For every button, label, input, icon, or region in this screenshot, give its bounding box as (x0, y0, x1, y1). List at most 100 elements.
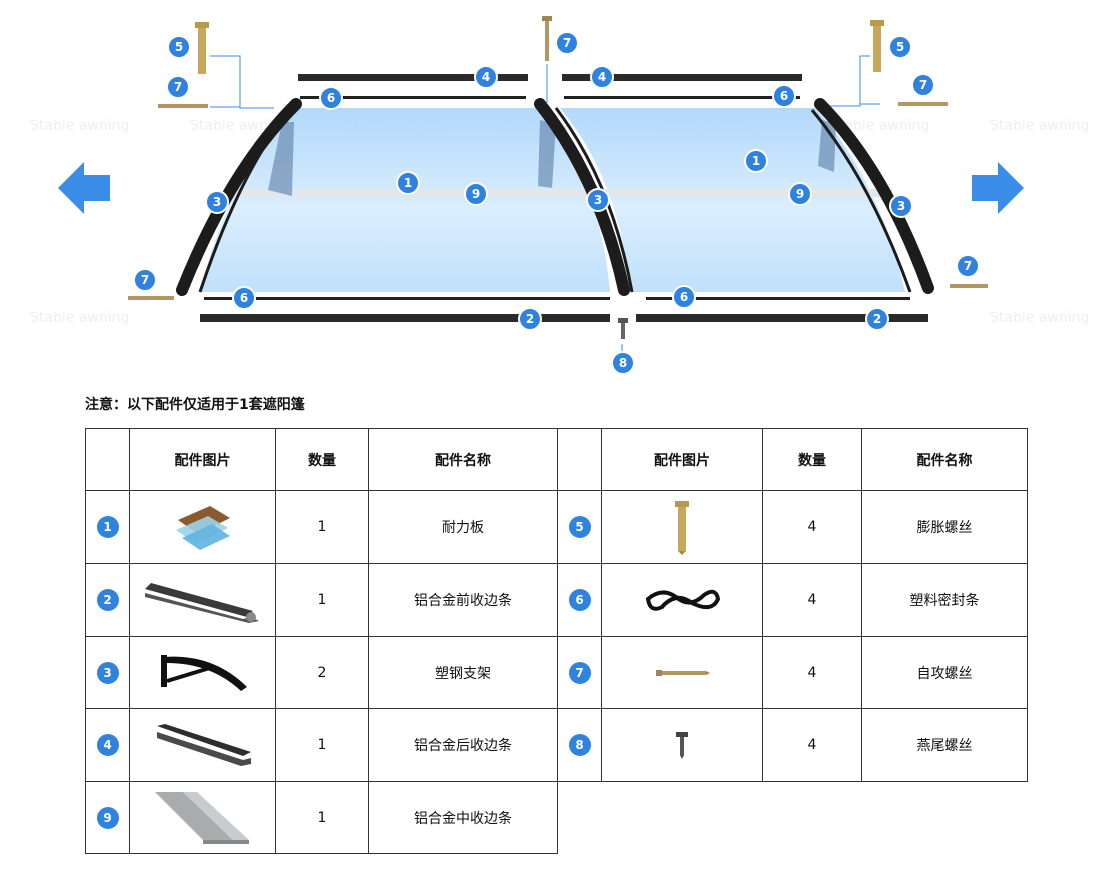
plastic-seal-strip-icon (645, 589, 721, 611)
part-name: 铝合金前收边条 (368, 563, 558, 637)
header-picture: 配件图片 (601, 428, 763, 491)
part-number-badge: 5 (568, 516, 591, 538)
svg-text:7: 7 (563, 36, 571, 50)
header-name: 配件名称 (368, 428, 558, 491)
part-name: 耐力板 (368, 490, 558, 564)
dovetail-screw-icon (676, 732, 688, 759)
svg-text:3: 3 (897, 199, 905, 213)
svg-text:9: 9 (796, 187, 804, 201)
panel-right (560, 108, 905, 292)
leader-5-right (830, 55, 870, 107)
part-name: 铝合金中收边条 (368, 781, 558, 854)
part-quantity: 1 (275, 490, 369, 564)
front-profile-right (636, 314, 928, 322)
expansion-bolt-icon (675, 501, 689, 555)
label-badges: 5 7 7 5 7 4 4 6 6 1 1 9 9 3 3 3 7 7 6 6 … (133, 31, 980, 375)
svg-text:3: 3 (213, 195, 221, 209)
header-quantity: 数量 (275, 428, 369, 491)
svg-text:Stable awning: Stable awning (990, 310, 1089, 326)
svg-text:2: 2 (873, 312, 881, 326)
middle-profile-band (232, 189, 892, 197)
svg-text:4: 4 (598, 70, 606, 84)
svg-text:2: 2 (526, 312, 534, 326)
table-row: 3 2 塑钢支架 (85, 636, 558, 709)
svg-text:Stable awning: Stable awning (830, 118, 929, 134)
bracket-support-mid (538, 120, 556, 188)
part-quantity: 1 (275, 781, 369, 854)
part-number-badge: 1 (96, 516, 119, 538)
svg-text:6: 6 (680, 290, 688, 304)
svg-text:1: 1 (404, 176, 412, 190)
svg-text:7: 7 (919, 78, 927, 92)
middle-aluminum-profile-icon (154, 791, 249, 844)
frame-arch-right-inner (810, 109, 912, 293)
self-tapping-screw-right-top-icon (898, 102, 948, 106)
header-name: 配件名称 (861, 428, 1028, 491)
part-quantity: 4 (762, 563, 862, 637)
seal-strip-front-right (646, 297, 910, 300)
seal-strip-front-left (204, 297, 610, 300)
rear-profile-left (298, 74, 528, 81)
table-row: 2 1 铝合金前收边条 (85, 563, 558, 637)
part-quantity: 4 (762, 490, 862, 564)
part-name: 塑料密封条 (861, 563, 1028, 637)
rear-profile-right (562, 74, 802, 81)
arrow-left-icon (58, 162, 110, 214)
header-picture: 配件图片 (129, 428, 276, 491)
header-quantity: 数量 (762, 428, 862, 491)
polycarbonate-sheet-icon (175, 506, 230, 550)
header-index (557, 428, 602, 491)
part-name: 塑钢支架 (368, 636, 558, 709)
header-index (85, 428, 130, 491)
screw-top-icon (542, 16, 552, 61)
leader-5-left (210, 55, 274, 109)
seal-strip-rear-left (300, 96, 526, 99)
svg-text:8: 8 (619, 356, 627, 370)
svg-text:7: 7 (964, 259, 972, 273)
part-quantity: 1 (275, 563, 369, 637)
table-row: 4 1 铝合金后收边条 (85, 708, 558, 782)
seal-strip-rear-right (564, 96, 800, 99)
front-profile-left (200, 314, 610, 322)
svg-text:6: 6 (240, 291, 248, 305)
svg-text:6: 6 (327, 91, 335, 105)
expansion-bolt-left-icon (195, 22, 209, 74)
table-row: 5 4 膨胀螺丝 (557, 490, 1028, 564)
self-tapping-screw-right-bottom-icon (950, 284, 988, 288)
parts-table-left: 配件图片 数量 配件名称 1 1 耐力板 2 1 铝合金前收边条 3 (85, 428, 558, 854)
part-name: 燕尾螺丝 (861, 708, 1028, 782)
arrow-right-icon (972, 162, 1024, 214)
dovetail-screw-bottom-icon (618, 318, 628, 339)
part-number-badge: 3 (96, 661, 119, 684)
table-row: 8 4 燕尾螺丝 (557, 708, 1028, 782)
svg-text:7: 7 (174, 80, 182, 94)
svg-text:Stable awning: Stable awning (30, 118, 129, 134)
part-number-badge: 7 (568, 661, 591, 684)
expansion-bolt-right-icon (870, 20, 884, 72)
part-name: 自攻螺丝 (861, 636, 1028, 709)
svg-text:6: 6 (780, 89, 788, 103)
svg-text:1: 1 (752, 154, 760, 168)
front-aluminum-profile-icon (144, 583, 259, 623)
frame-arch-left-inner (198, 109, 292, 293)
table-row: 9 1 铝合金中收边条 (85, 781, 558, 854)
self-tapping-screw-left-bottom-icon (128, 296, 174, 300)
part-quantity: 2 (275, 636, 369, 709)
svg-text:7: 7 (141, 273, 149, 287)
svg-text:9: 9 (472, 187, 480, 201)
part-quantity: 1 (275, 708, 369, 782)
panel-left (200, 108, 610, 292)
part-quantity: 4 (762, 636, 862, 709)
svg-text:Stable awning: Stable awning (190, 118, 289, 134)
bracket-support-left (268, 122, 294, 196)
parts-table-right: 配件图片 数量 配件名称 5 4 膨胀螺丝 6 4 塑料密封条 7 (557, 428, 1028, 782)
part-name: 铝合金后收边条 (368, 708, 558, 782)
usage-note: 注意：以下配件仅适用于1套遮阳篷 (85, 397, 305, 413)
part-number-badge: 2 (96, 589, 119, 611)
svg-text:5: 5 (896, 40, 904, 54)
awning-exploded-diagram: Stable awning Stable awning Stable awnin… (30, 16, 1089, 375)
svg-text:5: 5 (175, 40, 183, 54)
part-number-badge: 6 (568, 589, 591, 611)
svg-text:Stable awning: Stable awning (990, 118, 1089, 134)
svg-text:Stable awning: Stable awning (30, 310, 129, 326)
